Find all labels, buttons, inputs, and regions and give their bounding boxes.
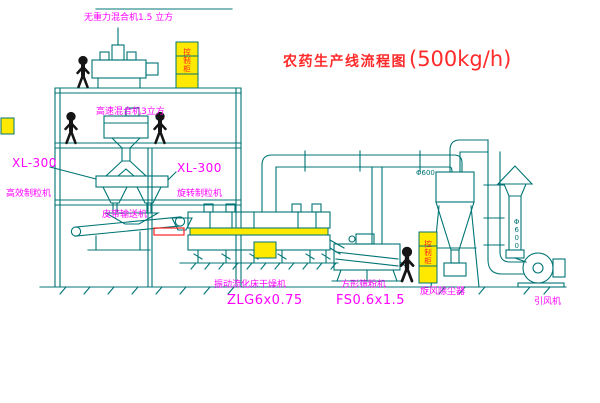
granulator bbox=[49, 160, 177, 225]
exhaust-duct-main bbox=[261, 150, 449, 213]
control-box-left bbox=[0, 117, 15, 135]
label-granulator-left-name: 高效制粒机 bbox=[6, 189, 52, 199]
induced-draft-fan bbox=[517, 252, 566, 288]
label-stack-dimension: Φ600 bbox=[512, 218, 521, 250]
label-fan: 引风机 bbox=[534, 297, 562, 307]
title-text: 农药生产线流程图 bbox=[283, 54, 407, 70]
belt-conveyor bbox=[70, 216, 193, 251]
feeder-box bbox=[153, 227, 185, 236]
label-granulator-mid-name: 旋转制粒机 bbox=[177, 189, 223, 199]
label-granulator-left-model: XL-300 bbox=[12, 156, 57, 170]
dryer-heater-strip bbox=[189, 227, 329, 236]
person-near-sieve bbox=[401, 248, 413, 281]
control-cabinet-right bbox=[418, 231, 438, 284]
ground-line bbox=[39, 262, 567, 295]
label-sieve-name: 方形筛粉机 bbox=[341, 280, 387, 290]
label-granulator-mid-model: XL-300 bbox=[177, 161, 222, 175]
person-top-platform bbox=[75, 55, 91, 89]
label-cyclone: 旋风除尘器 bbox=[420, 287, 466, 297]
sieve-branch-duct bbox=[371, 166, 383, 244]
control-cabinet-top bbox=[175, 41, 199, 89]
square-sieve bbox=[331, 233, 409, 282]
diagram-title: 农药生产线流程图 (500kg/h) bbox=[283, 47, 511, 71]
label-high-speed-mixer: 高速混合机3立方 bbox=[96, 107, 165, 117]
cabinet-right-text: 控制柜 bbox=[423, 240, 433, 266]
label-top-mixer: 无重力混合机1.5 立方 bbox=[84, 13, 174, 23]
label-sieve-model: FS0.6x1.5 bbox=[336, 293, 406, 308]
zero-gravity-mixer bbox=[91, 27, 159, 89]
label-dryer-name: 振动流化床干燥机 bbox=[214, 280, 287, 290]
cabinet-top-text: 控制柜 bbox=[182, 48, 192, 74]
label-dryer-model: ZLG6x0.75 bbox=[227, 293, 303, 308]
person-second-floor-left bbox=[63, 111, 79, 145]
label-belt-conveyor: 皮带输送机 bbox=[102, 210, 148, 220]
dryer-heater-box bbox=[253, 241, 277, 259]
workers bbox=[63, 55, 414, 281]
frame-structure bbox=[54, 87, 242, 288]
exhaust-duct-vertical bbox=[483, 139, 525, 275]
title-capacity: (500kg/h) bbox=[409, 47, 512, 71]
label-duct-dimension: Φ600 bbox=[416, 169, 435, 177]
cyclone-separator bbox=[430, 139, 489, 288]
high-speed-mixer bbox=[103, 107, 149, 162]
